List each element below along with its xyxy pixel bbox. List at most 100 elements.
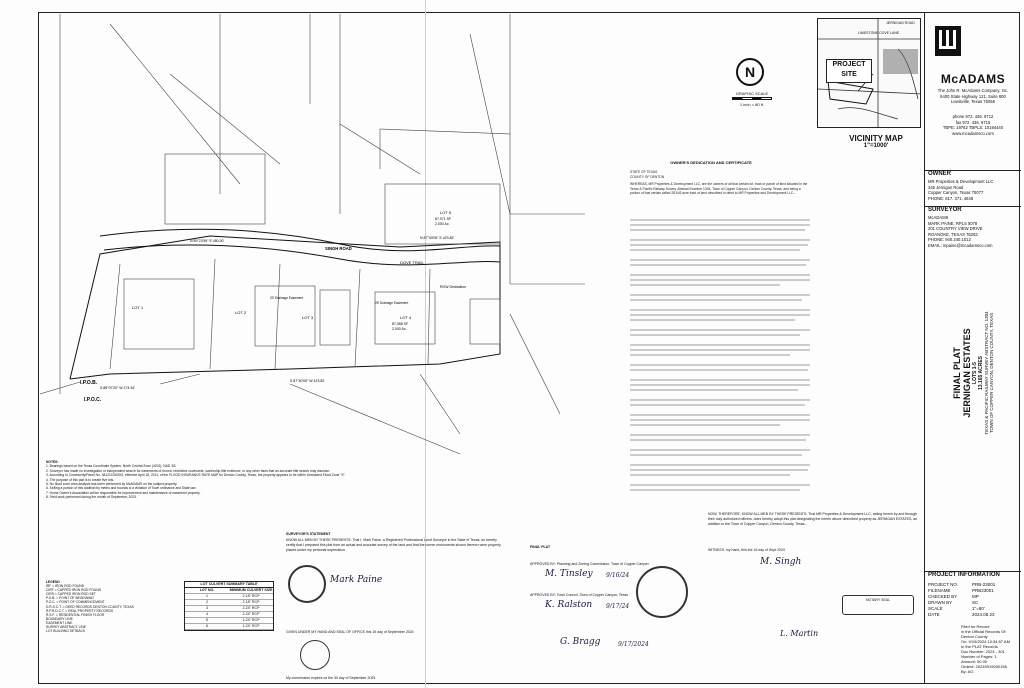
table-row: CHECKED BY MP <box>925 594 1021 600</box>
vicinity-map-scale: 1"=1000' <box>863 143 889 149</box>
pz-date: 9/16/24 <box>606 572 630 579</box>
lot-culvert-table-title: LOT CULVERT SUMMARY TABLE <box>185 582 273 588</box>
legend-item: R.S.F. = RESIDENTIAL FINISH FLOOR <box>46 612 105 617</box>
firm-address-line: Lewisville, Texas 75056 <box>951 99 995 104</box>
jurisdiction: TOWN OF COPPER CANYON, DENTON COUNTY, TE… <box>989 312 994 434</box>
surveyor-line: 201 COUNTRY VIEW DRIVE <box>928 226 983 232</box>
owner-witness-line: WITNESS, my hand, this the 16 day of Sep… <box>708 548 785 552</box>
project-site-label: PROJECT SITE <box>826 59 872 83</box>
plat-title-vertical: FINAL PLAT JERNIGAN ESTATES LOTS 1-5 13.… <box>952 270 994 476</box>
legend-item: R.P.R.D.C.T. = REAL PROPERTY RECORDS <box>46 608 114 613</box>
mcadams-logo-icon <box>935 26 961 56</box>
table-row: SCALE 1"=80' <box>925 606 1021 612</box>
recording-stamp: Filed for Record in the Official Records… <box>961 624 1019 674</box>
legend-item: LOT BUILDING SETBACK <box>46 629 86 634</box>
lot-culvert-header-row: LOT NO. MINIMUM CULVERT SIZE <box>185 588 273 594</box>
cell-size: 2-24" RCP <box>242 612 260 616</box>
vicinity-road-label-2: JERNIGAN ROAD <box>886 21 915 25</box>
legend-item: CIRF = CAPPED IRON ROD FOUND <box>46 588 102 593</box>
firm-license: TBPE: 19762 TBPLS: 10194440 <box>942 125 1004 130</box>
owners-cert-state-line: STATE OF TEXAS <box>630 170 658 174</box>
vicinity-road-label: LIMESTONE COVE LANE <box>858 31 900 35</box>
note-item: 7. Home Owner's Association will be resp… <box>46 490 201 495</box>
background-linework <box>40 14 585 454</box>
pi-key: SCALE <box>928 606 943 611</box>
surveyor-line: McADAMS <box>928 215 949 220</box>
surveyor-statement-body: KNOW ALL MEN BY THESE PRESENTS: That I, … <box>286 538 501 552</box>
legend: LEGEND IRF = IRON ROD FOUND CIRF = CAPPE… <box>46 580 176 633</box>
pi-value: MP <box>972 594 979 599</box>
recording-line: On: 9/19/2024 10:34:57 AM <box>961 639 1010 644</box>
road-dove-label: DOVE TRAIL <box>400 260 424 265</box>
pi-key: DATE <box>928 612 940 617</box>
notary-seal-text: NOTARY SEAL <box>865 598 891 602</box>
surveyor-header: SURVEYOR <box>925 206 1021 213</box>
lot5-acres: 2.000 Ac. <box>435 222 450 226</box>
lot-culvert-table: LOT CULVERT SUMMARY TABLE LOT NO. MINIMU… <box>184 581 274 631</box>
lot1-label: LOT 1 <box>132 305 144 310</box>
notary-expiry-line: My commission expires on the 30 day of S… <box>286 676 376 680</box>
recording-line: Number of Pages: 1 <box>961 654 997 659</box>
secretary-date: 9/17/2024 <box>618 641 649 648</box>
notary-signature: L. Martin <box>780 629 819 638</box>
note-item: 4. The purpose of this plat is to create… <box>46 477 115 482</box>
note-item: 1. Bearings based on the Texas Coordinat… <box>46 464 177 469</box>
owner-header: OWNER <box>925 170 1021 177</box>
owner-line: MR Properties & Development LLC <box>928 179 994 184</box>
cell-size: 2-18" RCP <box>242 594 260 598</box>
project-info-header: PROJECT INFORMATION <box>925 571 1021 578</box>
legend-item: CIRS = CAPPED IRON ROD SET <box>46 592 96 597</box>
owner-line: 345 Jernigan Road <box>928 184 964 190</box>
owners-cert-state: STATE OF TEXAS COUNTY OF DENTON <box>630 170 800 179</box>
note-item: 6. Selling a portion of this addition by… <box>46 486 197 491</box>
firm-fax: fax 972. 436. 9715 <box>955 119 991 125</box>
subdivision-name: JERNIGAN ESTATES <box>962 328 972 418</box>
surveyor-line: MARK PAINE, RPLS 5078 <box>928 220 978 226</box>
recording-line: By: AG <box>961 669 974 674</box>
pi-key: CHECKED BY <box>928 594 958 599</box>
pi-value: PRB-23001 <box>972 582 996 587</box>
cell-size: 1-24" RCP <box>242 618 260 622</box>
note-item: 2. Surveyor has made no investigation or… <box>46 468 331 473</box>
owner-dedication-body: NOW, THEREFORE, KNOW ALL MEN BY THESE PR… <box>708 512 918 526</box>
lot5-area: 87,071 SF <box>435 217 451 221</box>
sheet-border <box>38 12 1020 684</box>
surveyor-statement-title: SURVEYOR'S STATEMENT <box>286 532 331 536</box>
firm-address-line: 6400 State Highway 121, Suite 800 <box>940 93 1006 99</box>
firm-phone: phone 972. 436. 9712 <box>952 114 994 119</box>
legend-header: LEGEND <box>46 580 60 584</box>
bearing-south-west: S 88°07'20" W 174.34' <box>100 386 135 390</box>
ipoc-label: I.P.O.C. <box>84 397 102 403</box>
pi-value: 1"=80' <box>972 606 985 611</box>
owner-line: PHONE: 817. 371. 4848 <box>928 195 974 201</box>
council-date: 9/17/24 <box>606 603 630 610</box>
vicinity-map-title: VICINITY MAP <box>849 134 903 143</box>
pi-key: PROJECT NO. <box>928 582 959 587</box>
firm-website: www.mcadamsco.com <box>952 130 994 136</box>
final-plat-approval-title: FINAL PLAT <box>530 545 551 549</box>
north-arrow-icon: N <box>736 58 764 86</box>
owner-info: MR Properties & Development LLC 345 Jern… <box>928 179 1018 201</box>
lot5-label: LOT 5 <box>440 210 452 215</box>
note-item: 5. No flood zone area analysis has been … <box>46 482 178 487</box>
owners-cert-title: OWNER'S DEDICATION AND CERTIFICATE <box>670 160 752 165</box>
road-singh-label: SINGH ROAD <box>325 246 352 251</box>
legend-item: BOUNDARY LINE <box>46 616 73 621</box>
notes-block: NOTES: 1. Bearings based on the Texas Co… <box>46 460 376 500</box>
ipob-label: I.P.O.B. <box>80 380 98 386</box>
recording-line: In the PLAT Records <box>961 644 998 649</box>
pz-signature: M. Tinsley <box>545 569 593 579</box>
surveyor-date-line: GIVEN UNDER MY HAND AND SEAL OF OFFICE t… <box>286 630 414 634</box>
vicinity-map-linework <box>818 19 920 127</box>
graphic-scale-label: GRAPHIC SCALE <box>735 91 769 96</box>
cell-lot: 4 <box>206 612 208 616</box>
lot3-label: LOT 3 <box>302 315 314 320</box>
graphic-scale-bar <box>732 97 772 100</box>
pi-key: DRAWN BY <box>928 600 953 605</box>
notary-seal-stamp <box>842 595 914 615</box>
